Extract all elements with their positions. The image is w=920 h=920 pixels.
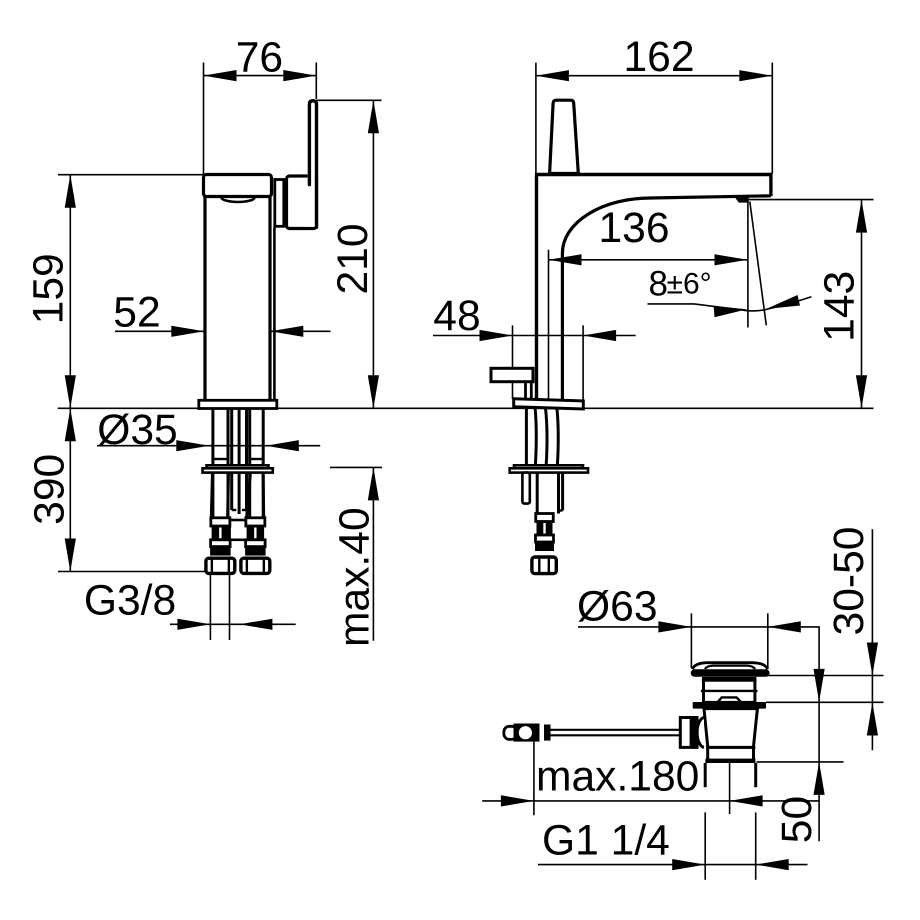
svg-text:G3/8: G3/8 xyxy=(84,577,176,625)
svg-text:143: 143 xyxy=(816,271,864,342)
svg-text:50: 50 xyxy=(773,796,821,843)
svg-text:210: 210 xyxy=(329,223,377,294)
svg-text:G1 1/4: G1 1/4 xyxy=(542,817,670,865)
svg-text:162: 162 xyxy=(623,33,694,81)
svg-text:136: 136 xyxy=(598,204,669,252)
svg-text:±6°: ±6° xyxy=(667,268,712,301)
svg-text:max.40: max.40 xyxy=(331,507,379,647)
svg-text:390: 390 xyxy=(26,454,74,525)
svg-text:max.180: max.180 xyxy=(536,753,699,801)
svg-text:48: 48 xyxy=(433,292,480,340)
svg-text:159: 159 xyxy=(25,253,73,324)
svg-text:Ø63: Ø63 xyxy=(577,583,658,631)
svg-text:52: 52 xyxy=(113,288,160,336)
svg-text:8: 8 xyxy=(649,265,668,304)
svg-text:76: 76 xyxy=(236,33,283,81)
svg-text:Ø35: Ø35 xyxy=(97,406,178,454)
svg-text:30-50: 30-50 xyxy=(825,527,873,636)
